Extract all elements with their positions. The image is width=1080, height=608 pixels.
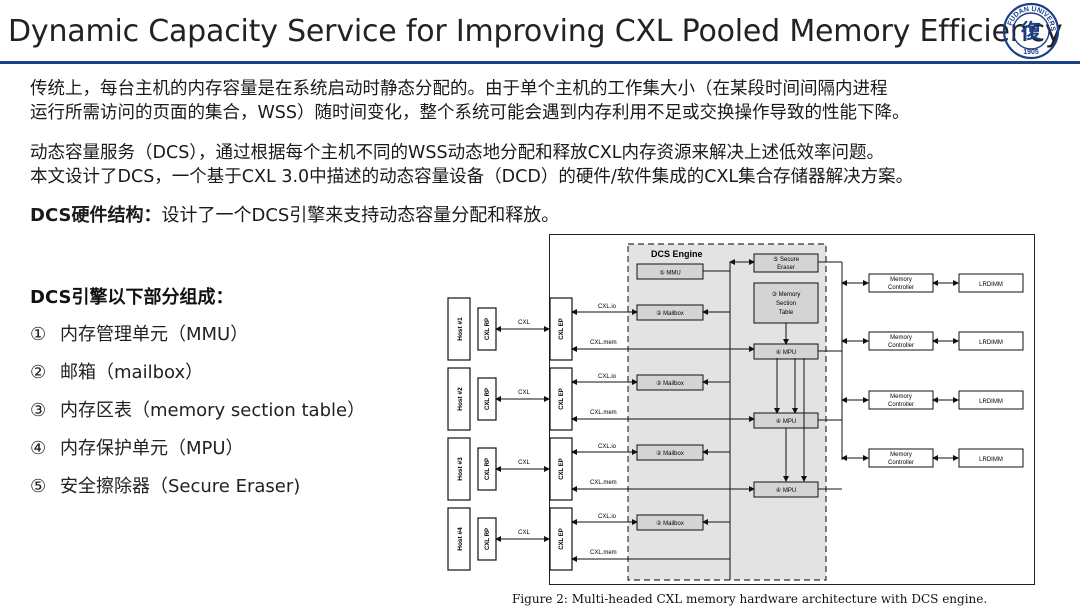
hardware-structure-text: 设计了一个DCS引擎来支持动态容量分配和释放。	[161, 205, 560, 226]
mpu-label: ④ MPU	[776, 349, 796, 356]
host-label: Host #2	[457, 387, 464, 411]
cxl-ep-label: CXL EP	[559, 318, 565, 340]
svg-text:Memory: Memory	[890, 335, 912, 341]
components-title: DCS引擎以下部分组成：	[30, 287, 234, 308]
host-box	[447, 437, 471, 501]
logo-char: 復	[1020, 19, 1042, 43]
cxl-ep-box	[549, 367, 573, 431]
cxl-ep-label: CXL EP	[559, 388, 565, 410]
title-divider	[0, 61, 1080, 64]
cxl-io-label: CXL.io	[598, 514, 617, 520]
cxl-ep-box	[549, 507, 573, 571]
cxl-link-label: CXL	[518, 530, 530, 536]
cxl-ep-label: CXL EP	[559, 528, 565, 550]
page-title: Dynamic Capacity Service for Improving C…	[8, 14, 1063, 49]
lrdimm-label: LRDIMM	[979, 340, 1003, 346]
svg-text:Eraser: Eraser	[777, 265, 795, 271]
cxl-io-label: CXL.io	[598, 444, 617, 450]
cxl-rp-label: CXL RP	[485, 318, 491, 340]
lrdimm-box	[958, 273, 1024, 293]
lrdimm-label: LRDIMM	[979, 457, 1003, 463]
hardware-structure-line: DCS硬件结构：设计了一个DCS引擎来支持动态容量分配和释放。	[30, 204, 559, 228]
svg-text:⑤ Secure: ⑤ Secure	[773, 256, 800, 263]
svg-text:Controller: Controller	[888, 285, 914, 291]
cxl-rp-label: CXL RP	[485, 528, 491, 550]
paragraph-1-line-1: 传统上，每台主机的内存容量是在系统启动时静态分配的。由于单个主机的工作集大小（在…	[30, 79, 888, 99]
cxl-ep-box	[549, 437, 573, 501]
svg-text:Controller: Controller	[888, 460, 914, 466]
host-box	[447, 297, 471, 361]
cxl-link-label: CXL	[518, 390, 530, 396]
lrdimm-label: LRDIMM	[979, 282, 1003, 288]
figure-caption: Figure 2: Multi-headed CXL memory hardwa…	[512, 592, 988, 606]
svg-text:Section: Section	[776, 301, 796, 307]
lrdimm-box	[958, 390, 1024, 410]
lrdimm-box	[958, 448, 1024, 468]
svg-text:Memory: Memory	[890, 277, 912, 283]
mailbox-label: ② Mailbox	[656, 520, 684, 527]
cxl-rp-label: CXL RP	[485, 388, 491, 410]
paragraph-1-line-2: 运行所需访问的页面的集合，WSS）随时间变化，整个系统可能会遇到内存利用不足或交…	[30, 103, 910, 123]
university-logo-icon: FUDAN UNIVERSITY 復 1905	[1002, 2, 1060, 60]
host-box	[447, 507, 471, 571]
paragraph-2-line-2: 本文设计了DCS，一个基于CXL 3.0中描述的动态容量设备（DCD）的硬件/软…	[30, 167, 914, 187]
lrdimm-box	[958, 331, 1024, 351]
cxl-mem-label: CXL.mem	[590, 410, 617, 416]
cxl-mem-label: CXL.mem	[590, 550, 617, 556]
host-label: Host #4	[457, 527, 464, 551]
svg-text:Memory: Memory	[890, 452, 912, 458]
mpu-label: ④ MPU	[776, 487, 796, 494]
svg-text:Controller: Controller	[888, 343, 914, 349]
svg-text:Controller: Controller	[888, 402, 914, 408]
mmu-label: ⑤ MMU	[659, 270, 680, 277]
memory-section-table-block	[753, 282, 819, 324]
svg-text:③ Memory: ③ Memory	[772, 291, 801, 298]
host-box	[447, 367, 471, 431]
mailbox-label: ② Mailbox	[656, 380, 684, 387]
host-label: Host #3	[457, 457, 464, 481]
cxl-ep-box	[549, 297, 573, 361]
cxl-link-label: CXL	[518, 320, 530, 326]
host-label: Host #1	[457, 317, 464, 341]
mailbox-label: ② Mailbox	[656, 450, 684, 457]
cxl-ep-label: CXL EP	[559, 458, 565, 480]
paragraph-2-line-1: 动态容量服务（DCS），通过根据每个主机不同的WSS动态地分配和释放CXL内存资…	[30, 143, 885, 163]
cxl-mem-label: CXL.mem	[590, 340, 617, 346]
svg-text:Table: Table	[779, 310, 794, 316]
cxl-mem-label: CXL.mem	[590, 480, 617, 486]
lrdimm-label: LRDIMM	[979, 399, 1003, 405]
cxl-io-label: CXL.io	[598, 304, 617, 310]
svg-text:Memory: Memory	[890, 394, 912, 400]
mailbox-label: ② Mailbox	[656, 310, 684, 317]
hardware-structure-heading: DCS硬件结构：	[30, 205, 162, 226]
cxl-link-label: CXL	[518, 460, 530, 466]
dcs-engine-label: DCS Engine	[651, 249, 703, 259]
svg-text:1905: 1905	[1023, 49, 1039, 56]
mpu-label: ④ MPU	[776, 418, 796, 425]
cxl-io-label: CXL.io	[598, 374, 617, 380]
cxl-rp-label: CXL RP	[485, 458, 491, 480]
